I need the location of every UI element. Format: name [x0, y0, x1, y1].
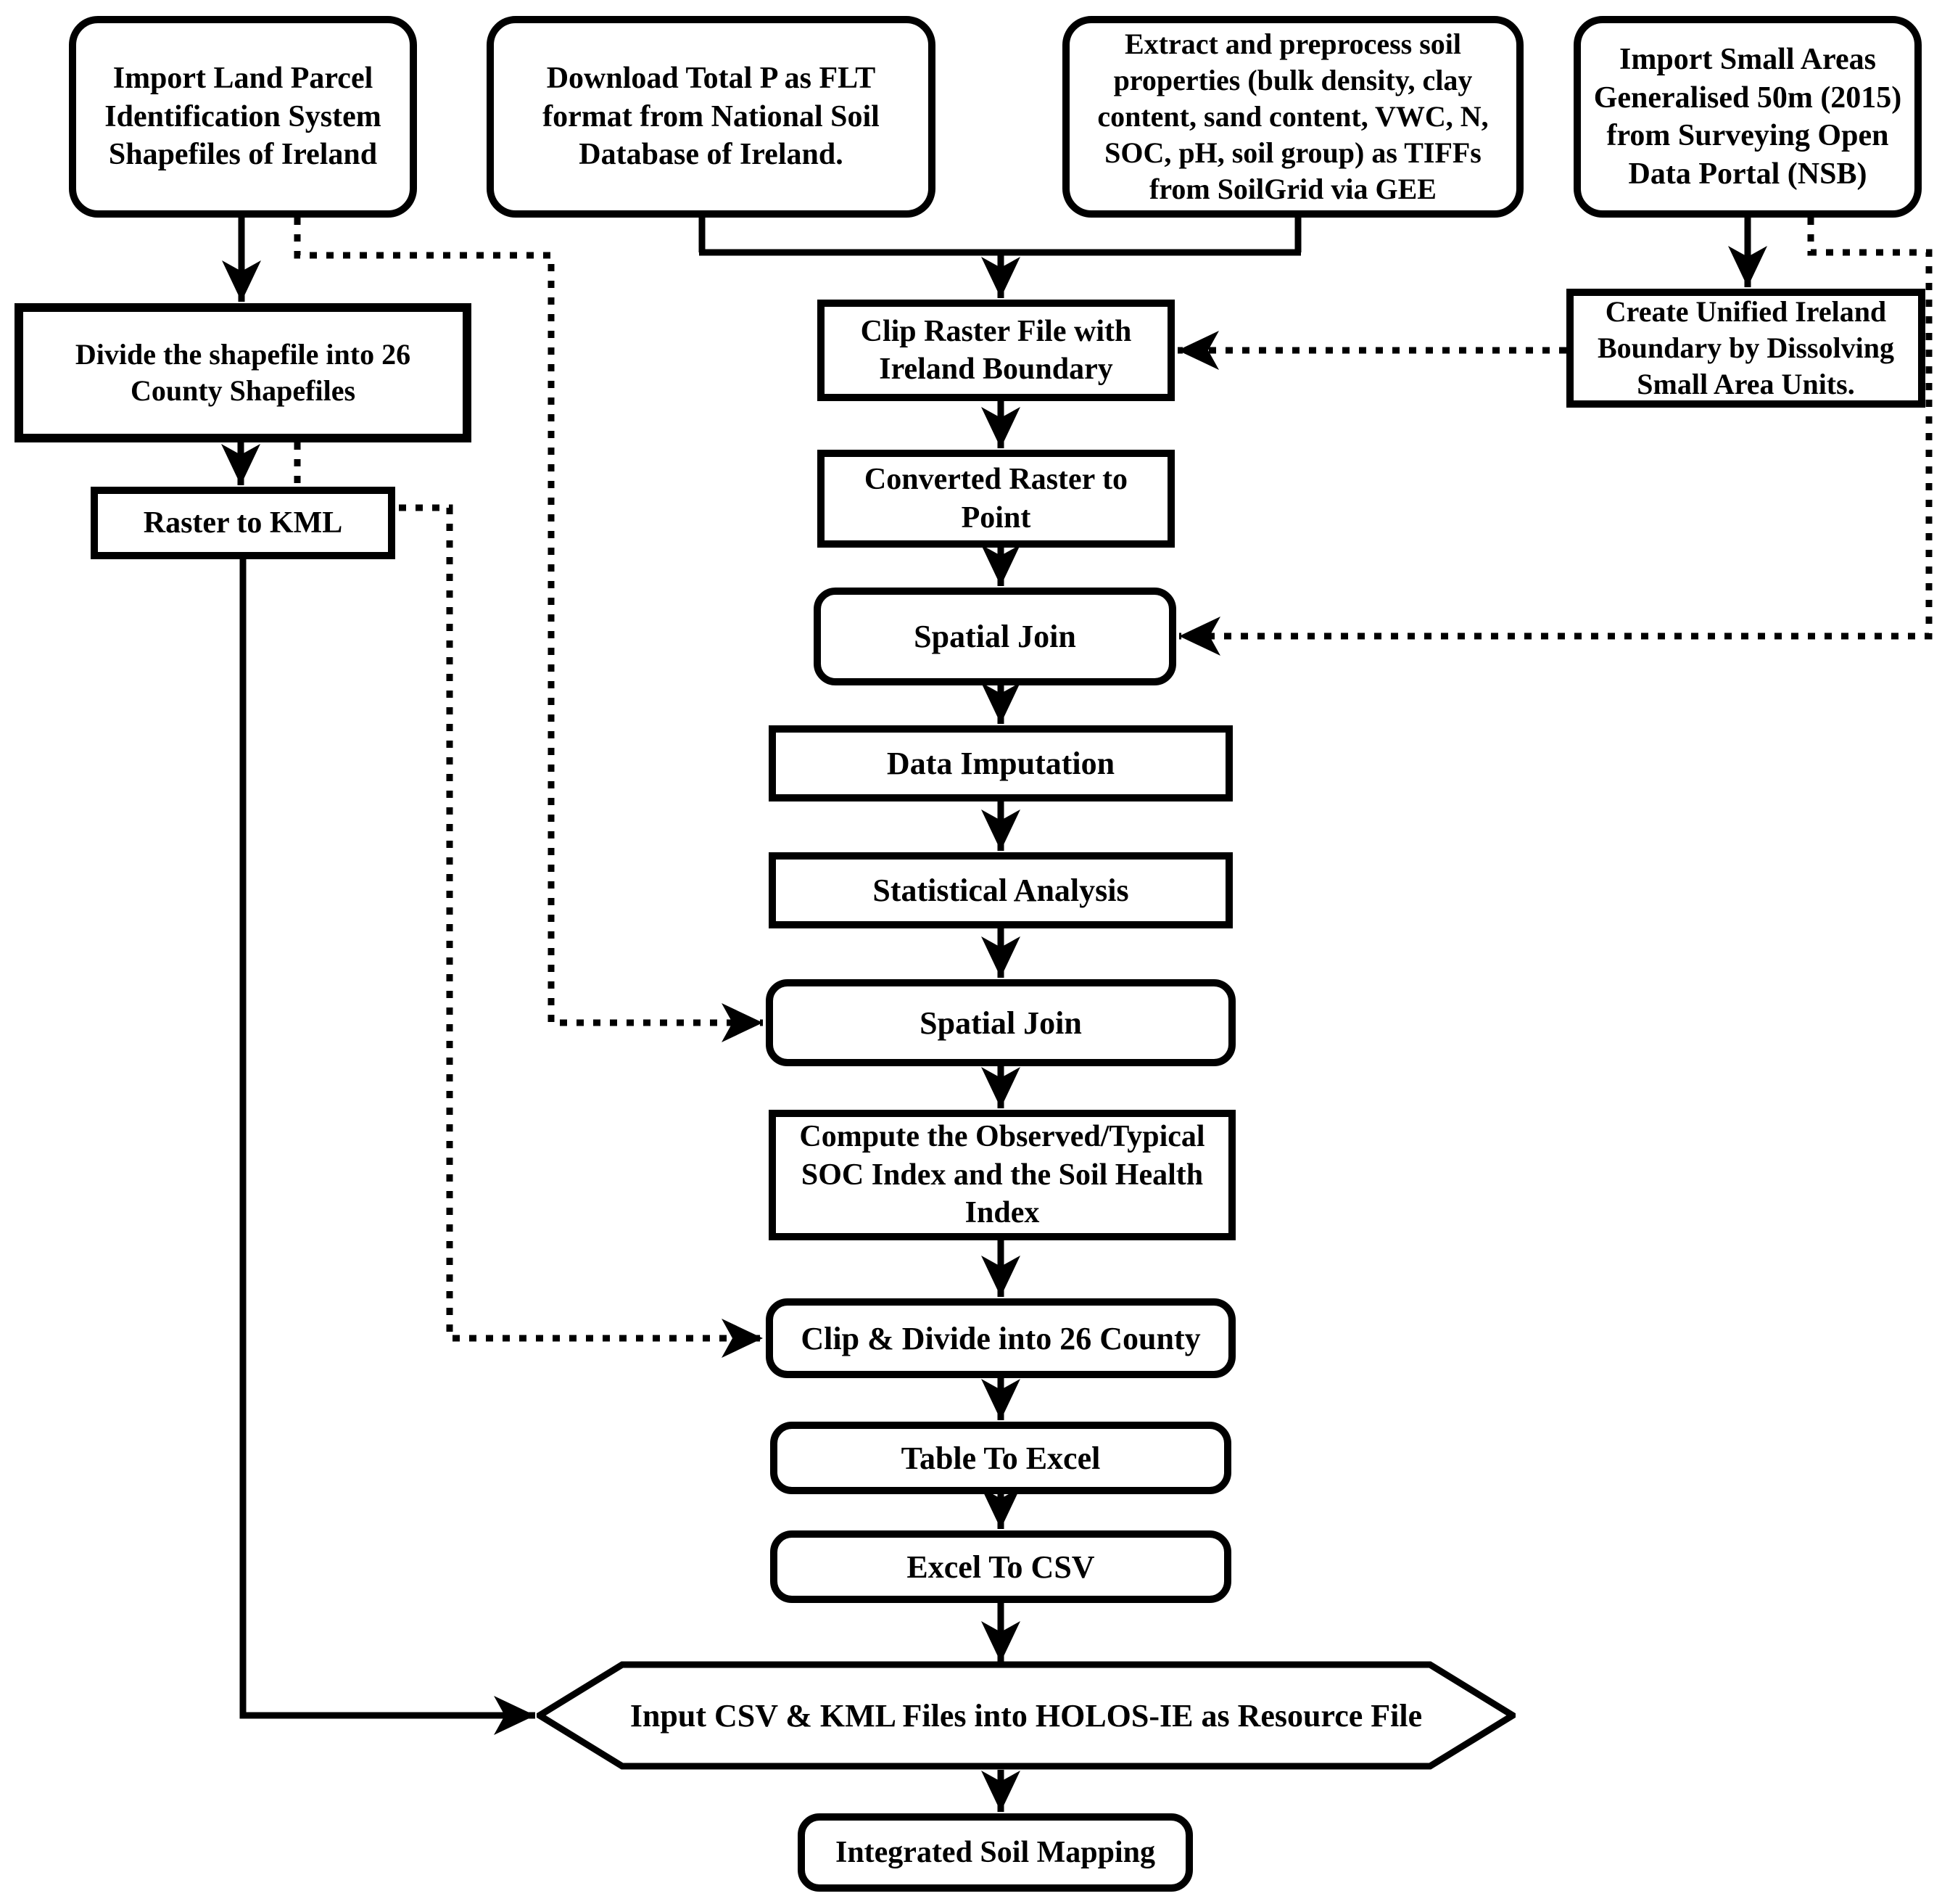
- node-data-imputation: Data Imputation: [769, 725, 1233, 801]
- edge-import-small-areas-to-spatial-join-1-dotted: [1179, 218, 1933, 656]
- node-spatial-join-1: Spatial Join: [814, 588, 1176, 685]
- node-import-small-areas: Import Small Areas Generalised 50m (2015…: [1574, 16, 1922, 218]
- edge-raster-kml-to-hexagon: [239, 559, 535, 1735]
- node-statistical-analysis: Statistical Analysis: [769, 852, 1233, 928]
- node-clip-divide-county: Clip & Divide into 26 County: [766, 1298, 1236, 1378]
- node-download-total-p: Download Total P as FLT format from Nati…: [487, 16, 935, 218]
- node-input-holos-label: Input CSV & KML Files into HOLOS-IE as R…: [629, 1697, 1423, 1734]
- hexagon-shape: [533, 1661, 1519, 1770]
- node-table-to-excel: Table To Excel: [770, 1422, 1231, 1494]
- node-clip-raster: Clip Raster File with Ireland Boundary: [817, 300, 1175, 401]
- node-extract-soil: Extract and preprocess soil properties (…: [1062, 16, 1524, 218]
- node-converted-raster: Converted Raster to Point: [817, 450, 1175, 548]
- node-raster-to-kml: Raster to KML: [91, 487, 395, 559]
- node-spatial-join-2: Spatial Join: [766, 979, 1236, 1066]
- node-divide-shapefile: Divide the shapefile into 26 County Shap…: [15, 303, 471, 442]
- node-input-holos: Input CSV & KML Files into HOLOS-IE as R…: [533, 1661, 1519, 1770]
- node-integrated-mapping: Integrated Soil Mapping: [798, 1813, 1193, 1892]
- node-excel-to-csv: Excel To CSV: [770, 1530, 1231, 1603]
- node-create-unified: Create Unified Ireland Boundary by Disso…: [1566, 289, 1925, 408]
- node-import-lpis: Import Land Parcel Identification System…: [69, 16, 417, 218]
- node-compute-index: Compute the Observed/Typical SOC Index a…: [769, 1110, 1236, 1240]
- edge-divide-to-clip-divide-dotted: [294, 442, 763, 1358]
